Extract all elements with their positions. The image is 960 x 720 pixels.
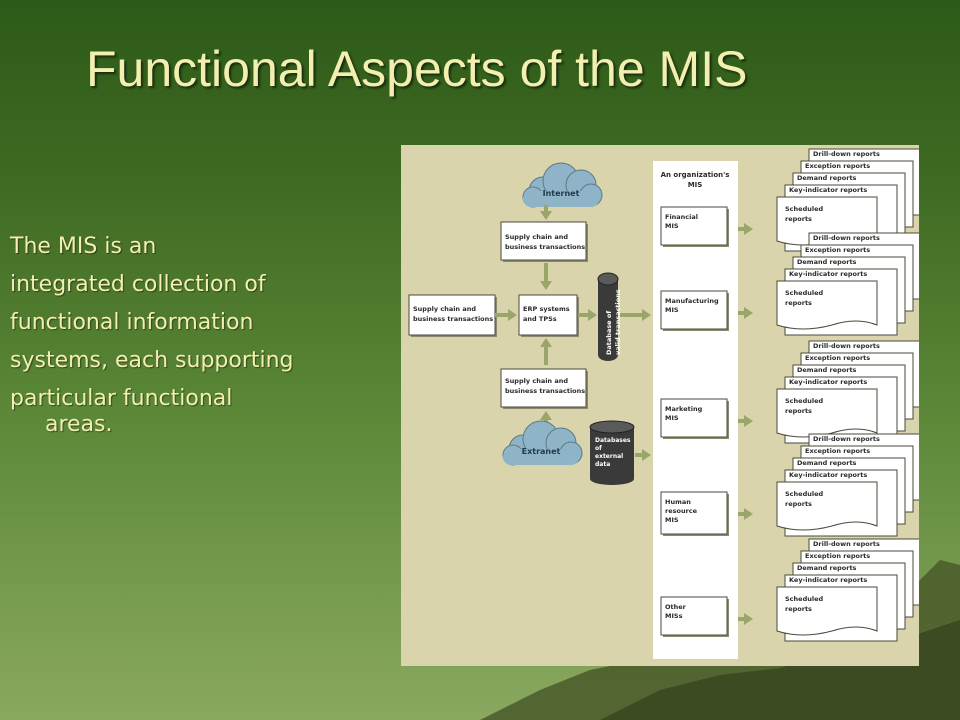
slide-body-text: The MIS is an integrated collection of f… — [10, 228, 390, 444]
mis-item-box — [660, 398, 728, 438]
arrow-extdb-to-mis-head — [642, 449, 651, 461]
arrow-left-to-erp-head — [508, 309, 517, 321]
report-label: Drill-down reports — [813, 540, 880, 548]
report-label: Demand reports — [797, 564, 857, 572]
report-label: Key-indicator reports — [789, 471, 867, 479]
report-label: Drill-down reports — [813, 234, 880, 242]
arrow-mis-to-reports-head — [744, 613, 753, 625]
report-label: Demand reports — [797, 366, 857, 374]
scheduled-report-page — [776, 280, 878, 330]
report-label: Key-indicator reports — [789, 270, 867, 278]
erp-box — [518, 294, 578, 336]
report-label: Exception reports — [805, 354, 870, 362]
arrow-extranet-up-head — [540, 411, 552, 420]
arrow-mis-to-reports-head — [744, 415, 753, 427]
db-external-body — [590, 427, 634, 479]
mis-item-box — [660, 290, 728, 330]
report-label: Exception reports — [805, 246, 870, 254]
db-valid-transactions-body — [598, 279, 618, 355]
scheduled-report-page — [776, 388, 878, 438]
db-valid-transactions-bottom — [598, 349, 618, 361]
supply-chain-box-top — [500, 221, 587, 261]
report-label: Drill-down reports — [813, 342, 880, 350]
report-label: Demand reports — [797, 459, 857, 467]
extranet-cloud — [502, 420, 583, 466]
db-valid-transactions-top — [597, 272, 619, 286]
supply-chain-box-bottom — [500, 368, 587, 408]
arrow-mis-to-reports-head — [744, 223, 753, 235]
arrow-internet-down-head — [540, 211, 552, 220]
body-line: particular functional — [10, 386, 233, 411]
db-external-top — [589, 420, 635, 434]
supply-chain-box-left — [408, 294, 496, 336]
arrow-mis-to-reports-head — [744, 307, 753, 319]
body-line: areas. — [45, 412, 113, 437]
report-label: Exception reports — [805, 552, 870, 560]
internet-cloud-label: Internet — [543, 189, 580, 198]
slide-title: Functional Aspects of the MIS — [86, 41, 748, 97]
arrow-top-to-erp-head — [540, 281, 552, 290]
report-label: Exception reports — [805, 447, 870, 455]
report-label: Demand reports — [797, 258, 857, 266]
report-label: Key-indicator reports — [789, 576, 867, 584]
report-label: Drill-down reports — [813, 150, 880, 158]
db-valid-label: Database ofvalid transactions — [605, 289, 622, 355]
body-line: functional information — [10, 310, 254, 335]
mis-item-box — [660, 596, 728, 636]
internet-cloud-base — [523, 191, 599, 207]
mis-item-box — [660, 491, 728, 535]
mis-item-box — [660, 206, 728, 246]
extranet-cloud-label: Extranet — [522, 447, 561, 456]
scheduled-report-page — [776, 481, 878, 531]
arrow-erp-to-db-head — [588, 309, 597, 321]
db-external-bottom — [590, 473, 634, 485]
scheduled-report-page — [776, 586, 878, 636]
report-label: Key-indicator reports — [789, 186, 867, 194]
arrow-db-to-mis-head — [642, 309, 651, 321]
report-label: Drill-down reports — [813, 435, 880, 443]
arrow-mis-to-reports-head — [744, 508, 753, 520]
body-line: The MIS is an — [10, 234, 157, 259]
extranet-cloud-base — [503, 449, 579, 465]
body-line: systems, each supporting — [10, 348, 294, 373]
report-label: Key-indicator reports — [789, 378, 867, 386]
arrow-bottom-to-erp-head — [540, 338, 552, 347]
body-line: integrated collection of — [10, 272, 266, 297]
report-label: Demand reports — [797, 174, 857, 182]
report-label: Exception reports — [805, 162, 870, 170]
internet-cloud — [522, 162, 603, 208]
